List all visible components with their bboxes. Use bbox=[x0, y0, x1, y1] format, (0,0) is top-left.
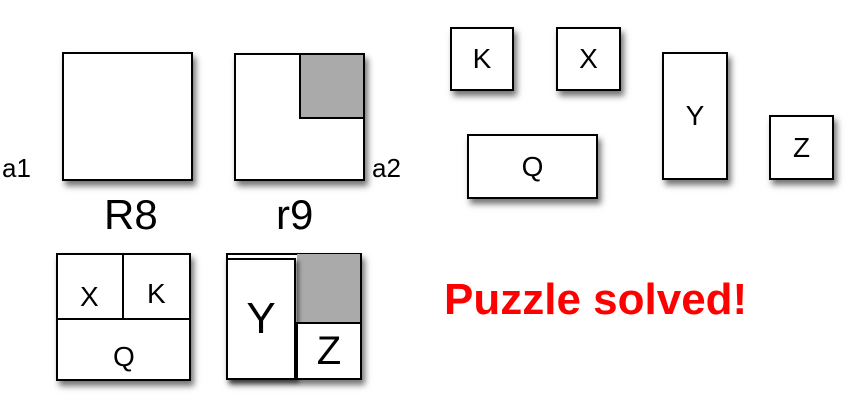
solved-piece-q: Q bbox=[113, 341, 135, 372]
piece-q-label: Q bbox=[521, 150, 544, 182]
corner-label-a1: a1 bbox=[2, 153, 31, 183]
piece-z[interactable]: Z bbox=[769, 115, 834, 180]
shaded-region-r9 bbox=[299, 53, 365, 119]
piece-k[interactable]: K bbox=[450, 27, 514, 91]
piece-y[interactable]: Y bbox=[662, 52, 728, 180]
solved-piece-y-box: Y bbox=[226, 258, 296, 380]
solved-r8-divider-vertical bbox=[122, 255, 124, 319]
piece-q[interactable]: Q bbox=[467, 134, 598, 199]
status-message: Puzzle solved! bbox=[444, 275, 748, 324]
piece-y-label: Y bbox=[685, 100, 705, 131]
solved-piece-z-box: Z bbox=[296, 322, 362, 380]
corner-label-a2: a2 bbox=[372, 153, 401, 183]
solved-piece-x: X bbox=[80, 281, 99, 312]
solved-piece-z: Z bbox=[316, 328, 342, 373]
solved-piece-y: Y bbox=[246, 294, 276, 343]
container-r8 bbox=[62, 52, 193, 181]
piece-z-label: Z bbox=[792, 131, 811, 163]
piece-x[interactable]: X bbox=[556, 27, 621, 91]
container-label-r8: R8 bbox=[104, 191, 158, 238]
piece-x-label: X bbox=[579, 43, 598, 74]
container-label-r9: r9 bbox=[276, 191, 314, 238]
solved-r8-divider-horizontal bbox=[58, 318, 189, 320]
solved-shaded-region bbox=[297, 254, 360, 324]
solved-piece-k: K bbox=[147, 278, 166, 309]
piece-k-label: K bbox=[472, 43, 492, 74]
